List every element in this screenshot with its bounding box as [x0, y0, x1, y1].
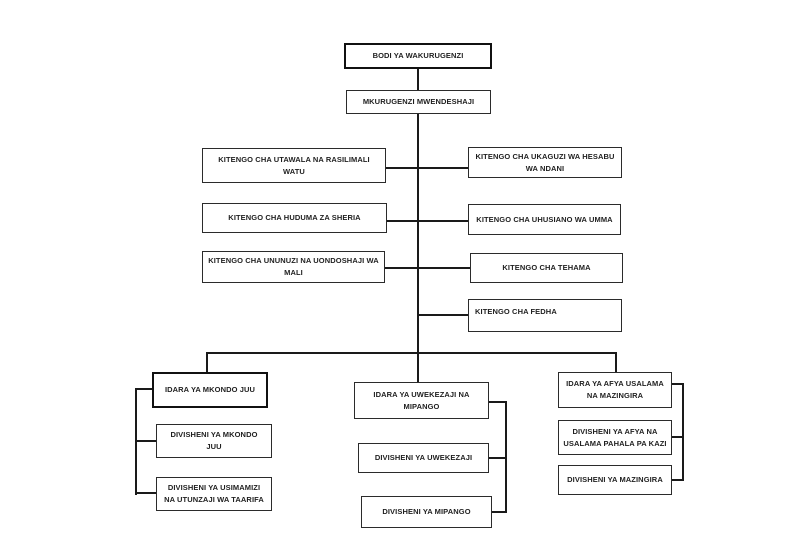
- connector-right-bracket: [682, 383, 684, 481]
- connector-right-bracket-stub-div2: [671, 479, 684, 481]
- org-node-divisheni-mipango: DIVISHENI YA MIPANGO: [361, 496, 492, 528]
- org-node-kitengo-ununuzi-uondoshaji-mali: KITENGO CHA UNUNUZI NA UONDOSHAJI WA MAL…: [202, 251, 385, 283]
- org-node-bodi-ya-wakurugenzi: BODI YA WAKURUGENZI: [344, 43, 492, 69]
- org-node-idara-mkondo-juu: IDARA YA MKONDO JUU: [152, 372, 268, 408]
- org-node-divisheni-mkondo-juu: DIVISHENI YA MKONDO JUU: [156, 424, 272, 458]
- connector-right-bracket-stub-idara: [671, 383, 684, 385]
- connector-central-trunk: [417, 113, 419, 383]
- connector-trunk-fedha: [417, 314, 469, 316]
- org-node-divisheni-uwekezaji: DIVISHENI YA UWEKEZAJI: [358, 443, 489, 473]
- connector-distribution-bar: [206, 352, 617, 354]
- connector-middle-bracket-stub-div1: [488, 457, 507, 459]
- org-node-kitengo-ukaguzi-hesabu-ndani: KITENGO CHA UKAGUZI WA HESABU WA NDANI: [468, 147, 622, 178]
- org-node-idara-afya-usalama-mazingira: IDARA YA AFYA USALAMA NA MAZINGIRA: [558, 372, 672, 408]
- org-node-kitengo-fedha: KITENGO CHA FEDHA: [468, 299, 622, 332]
- connector-utawala-ukaguzi: [385, 167, 469, 169]
- connector-drop-right-idara: [615, 352, 617, 373]
- org-node-idara-uwekezaji-mipango: IDARA YA UWEKEZAJI NA MIPANGO: [354, 382, 489, 419]
- org-node-divisheni-usimamizi-utunzaji-taarifa: DIVISHENI YA USIMAMIZI NA UTUNZAJI WA TA…: [156, 477, 272, 511]
- org-node-kitengo-tehama: KITENGO CHA TEHAMA: [470, 253, 623, 283]
- org-node-mkurugenzi-mwendeshaji: MKURUGENZI MWENDESHAJI: [346, 90, 491, 114]
- connector-bodi-to-mkurugenzi: [417, 68, 419, 91]
- org-node-kitengo-huduma-za-sheria: KITENGO CHA HUDUMA ZA SHERIA: [202, 203, 387, 233]
- connector-left-bracket-stub-div2: [135, 492, 157, 494]
- connector-left-bracket-stub-idara: [135, 388, 153, 390]
- connector-ununuzi-tehama: [385, 267, 471, 269]
- org-node-divisheni-mazingira: DIVISHENI YA MAZINGIRA: [558, 465, 672, 495]
- connector-left-bracket-stub-div1: [135, 440, 157, 442]
- org-node-kitengo-utawala-rasilimali-watu: KITENGO CHA UTAWALA NA RASILIMALI WATU: [202, 148, 386, 183]
- connector-middle-bracket-stub-div2: [491, 511, 507, 513]
- connector-right-bracket-stub-div1: [671, 436, 684, 438]
- connector-drop-left-idara: [206, 352, 208, 373]
- org-node-divisheni-afya-usalama-pahala-kazi: DIVISHENI YA AFYA NA USALAMA PAHALA PA K…: [558, 420, 672, 455]
- connector-huduma-uhusiano: [386, 220, 469, 222]
- org-node-kitengo-uhusiano-umma: KITENGO CHA UHUSIANO WA UMMA: [468, 204, 621, 235]
- connector-middle-bracket-stub-idara: [488, 401, 507, 403]
